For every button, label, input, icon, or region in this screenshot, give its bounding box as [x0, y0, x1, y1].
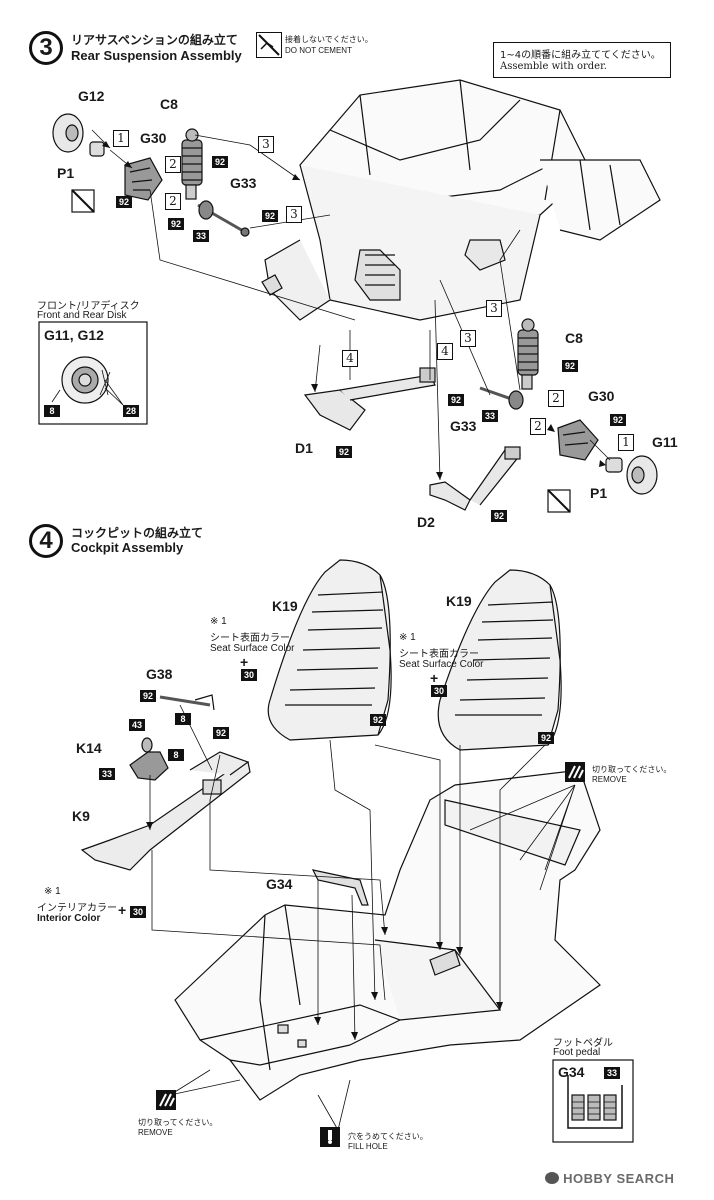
order-3-left-b: 3	[286, 206, 302, 223]
paint-92-g33-left: 92	[168, 218, 184, 230]
label-g33-right: G33	[450, 418, 477, 434]
paint-30-interior: 30	[130, 906, 146, 918]
order-1-right: 1	[618, 434, 634, 451]
label-g34: G34	[266, 876, 293, 892]
no-cement-jp: 接着しないでください。	[285, 35, 373, 44]
order-2-left-b: 2	[165, 193, 181, 210]
order-4-right: 4	[437, 343, 453, 360]
paint-92-console: 92	[213, 727, 229, 739]
label-g11: G11	[652, 434, 678, 450]
order-note-jp: 1~4の順番に組み立ててください。	[500, 50, 661, 61]
paint-33-pedal: 33	[604, 1067, 620, 1079]
label-g34-pedal: G34	[558, 1064, 585, 1080]
pedal-label-jp: フットペダル	[553, 1038, 613, 1049]
step-3-title-jp: リアサスペンションの組み立て	[71, 33, 238, 47]
plus-right: +	[430, 670, 439, 686]
label-k14: K14	[76, 740, 102, 756]
paint-92-g30-left: 92	[116, 196, 132, 208]
paint-8-k14: 8	[168, 749, 184, 761]
remove-icon-right	[565, 762, 585, 782]
label-c8-left: C8	[160, 96, 178, 112]
remove-en-left: REMOVE	[138, 1128, 173, 1137]
paint-92-d2: 92	[491, 510, 507, 522]
step-4-number: 4	[29, 524, 63, 558]
paint-92-d1: 92	[336, 446, 352, 458]
order-3-right-a: 3	[486, 300, 502, 317]
remove-jp-right: 切り取ってください。	[592, 765, 672, 774]
seat-color-en-right: Seat Surface Color	[399, 659, 484, 670]
interior-color-jp: インテリアカラー	[37, 903, 117, 914]
label-g33-left: G33	[230, 175, 257, 191]
disk-parts-label: G11, G12	[44, 327, 104, 343]
watermark: HOBBY SEARCH	[545, 1171, 674, 1186]
seat-note-mark-right: ※ 1	[399, 632, 416, 643]
step-3-number: 3	[29, 31, 63, 65]
order-3-left-a: 3	[258, 136, 274, 153]
label-k19-right: K19	[446, 593, 472, 609]
paint-92-g38: 92	[140, 690, 156, 702]
paint-92-seat-left: 92	[370, 714, 386, 726]
disk-label-en: Front and Rear Disk	[37, 310, 127, 321]
plus-left: +	[240, 654, 249, 670]
fill-hole-icon	[320, 1127, 340, 1147]
step-3-title-en: Rear Suspension Assembly	[71, 48, 242, 63]
fill-hole-en: FILL HOLE	[348, 1142, 388, 1151]
paint-30-seat-left: 30	[241, 669, 257, 681]
paint-92-c8-right: 92	[562, 360, 578, 372]
label-g30-right: G30	[588, 388, 615, 404]
paint-33-g33-right: 33	[482, 410, 498, 422]
paint-92-center: 92	[262, 210, 278, 222]
label-g38: G38	[146, 666, 173, 682]
label-c8-right: C8	[565, 330, 583, 346]
label-k9: K9	[72, 808, 90, 824]
seat-note-mark-left: ※ 1	[210, 616, 227, 627]
order-1-left: 1	[113, 130, 129, 147]
label-d1: D1	[295, 440, 313, 456]
order-3-right-b: 3	[460, 330, 476, 347]
interior-note-mark: ※ 1	[44, 886, 61, 897]
fill-hole-jp: 穴をうめてください。	[348, 1132, 428, 1141]
seat-color-jp-left: シート表面カラー	[210, 633, 290, 644]
paint-43-k14: 43	[129, 719, 145, 731]
seat-color-jp-right: シート表面カラー	[399, 649, 479, 660]
interior-color-en: Interior Color	[37, 913, 101, 924]
paint-92-seat-right: 92	[538, 732, 554, 744]
paint-28-disk: 28	[123, 405, 139, 417]
seat-color-en-left: Seat Surface Color	[210, 643, 295, 654]
plus-interior: +	[118, 902, 127, 918]
label-g12: G12	[78, 88, 105, 104]
remove-en-right: REMOVE	[592, 775, 627, 784]
order-note-box: 1~4の順番に組み立ててください。 Assemble with order.	[493, 42, 671, 78]
disk-label-jp: フロント/リアディスク	[37, 301, 140, 312]
watermark-logo-icon	[545, 1172, 559, 1184]
paint-92-g30-right: 92	[610, 414, 626, 426]
pedal-label-en: Foot pedal	[553, 1047, 601, 1058]
order-2-right-a: 2	[548, 390, 564, 407]
paint-92-g33-right: 92	[448, 394, 464, 406]
order-4-left: 4	[342, 350, 358, 367]
step-4-title-jp: コックピットの組み立て	[71, 526, 204, 540]
no-cement-icon	[256, 32, 282, 58]
order-2-left-a: 2	[165, 156, 181, 173]
paint-8-disk: 8	[44, 405, 60, 417]
label-d2: D2	[417, 514, 435, 530]
label-k19-left: K19	[272, 598, 298, 614]
label-p1-left: P1	[57, 165, 75, 181]
paint-92-c8-left: 92	[212, 156, 228, 168]
label-g30-left: G30	[140, 130, 167, 146]
no-cement-en: DO NOT CEMENT	[285, 46, 352, 55]
label-p1-right: P1	[590, 485, 608, 501]
watermark-text: HOBBY SEARCH	[563, 1171, 675, 1186]
paint-33-k14: 33	[99, 768, 115, 780]
order-2-right-b: 2	[530, 418, 546, 435]
paint-30-seat-right: 30	[431, 685, 447, 697]
paint-33-g33-left: 33	[193, 230, 209, 242]
step-4-title-en: Cockpit Assembly	[71, 540, 184, 555]
remove-jp-left: 切り取ってください。	[138, 1118, 218, 1127]
remove-icon-left	[156, 1090, 176, 1110]
order-note-en: Assemble with order.	[500, 61, 607, 72]
paint-8-g38: 8	[175, 713, 191, 725]
